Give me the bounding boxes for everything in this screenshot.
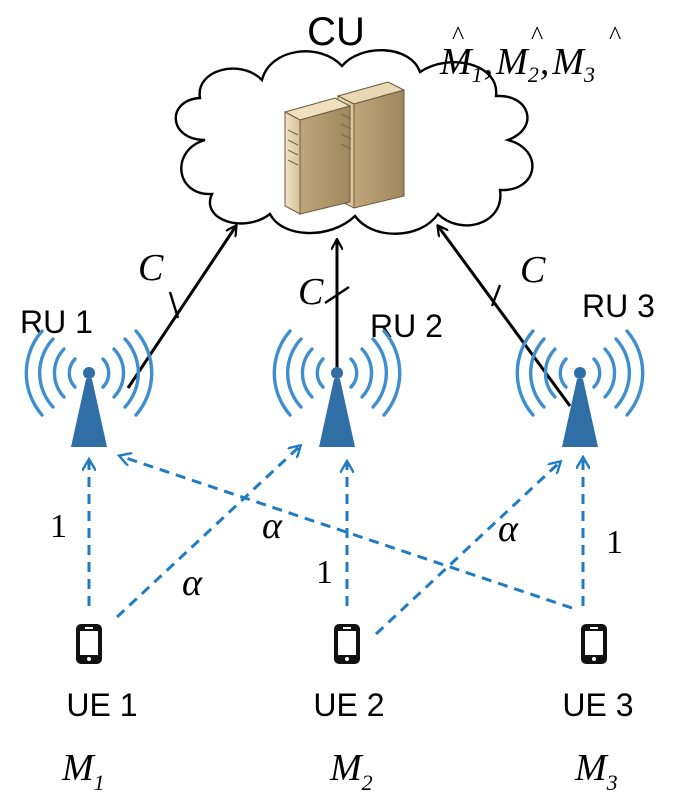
m3-hat: M xyxy=(551,41,586,83)
m2-hat: M xyxy=(495,41,530,83)
fronthaul-link-1 xyxy=(126,226,236,389)
svg-text:^: ^ xyxy=(609,21,621,50)
capacity-label-2: C xyxy=(298,271,324,313)
capacity-label-3: C xyxy=(520,249,546,291)
ue-label-2: UE 2 xyxy=(313,687,384,723)
ue-message-3: M3 xyxy=(574,747,618,795)
phone-icon-ue1 xyxy=(76,624,102,664)
sep-2: , xyxy=(540,41,550,83)
link-ue3-ru1 xyxy=(120,456,573,610)
gain-label-ue1-ru1: 1 xyxy=(50,508,67,545)
gain-label-ue2-ru3: α xyxy=(498,508,519,550)
gain-label-ue3-ru3: 1 xyxy=(606,524,623,561)
wireless-links xyxy=(89,446,583,636)
m3-hat-sub: 3 xyxy=(583,62,595,87)
ue-label-1: UE 1 xyxy=(66,687,137,723)
fronthaul-links xyxy=(126,226,572,407)
capacity-label-1: C xyxy=(138,247,164,289)
server-icon xyxy=(283,81,406,215)
link-ue1-ru2 xyxy=(115,446,300,619)
gain-label-ue2-ru2: 1 xyxy=(316,554,333,591)
ru-label-1: RU 1 xyxy=(20,304,93,340)
svg-text:^: ^ xyxy=(452,21,464,50)
link-ue2-ru3 xyxy=(374,462,560,636)
phone-icon-ue2 xyxy=(334,624,360,664)
fronthaul-link-3 xyxy=(438,226,572,407)
sep-1: , xyxy=(484,41,494,83)
m1-hat-sub: 1 xyxy=(472,62,483,87)
gain-label-ue3-ru1: α xyxy=(262,505,283,547)
gain-label-ue1-ru2: α xyxy=(182,562,203,604)
ru-label-2: RU 2 xyxy=(370,308,443,344)
antenna-icon-ru3 xyxy=(515,329,645,447)
m2-hat-sub: 2 xyxy=(528,62,539,87)
ue-message-2: M2 xyxy=(329,747,373,795)
ue-label-3: UE 3 xyxy=(562,687,633,723)
hat-marks: ^ ^ ^ xyxy=(452,21,621,50)
svg-text:M1,M2,M3: M1,M2,M3 xyxy=(439,41,595,87)
antenna-icon-ru1 xyxy=(24,329,154,447)
phone-icon-ue3 xyxy=(581,624,607,664)
antenna-icon-ru2 xyxy=(272,329,402,447)
ru-label-3: RU 3 xyxy=(582,288,655,324)
m1-hat: M xyxy=(439,41,474,83)
ue-message-1: M1 xyxy=(61,747,105,795)
estimated-messages: M1,M2,M3 ^ ^ ^ xyxy=(439,21,621,87)
cu-label: CU xyxy=(307,10,365,54)
svg-text:^: ^ xyxy=(531,21,543,50)
